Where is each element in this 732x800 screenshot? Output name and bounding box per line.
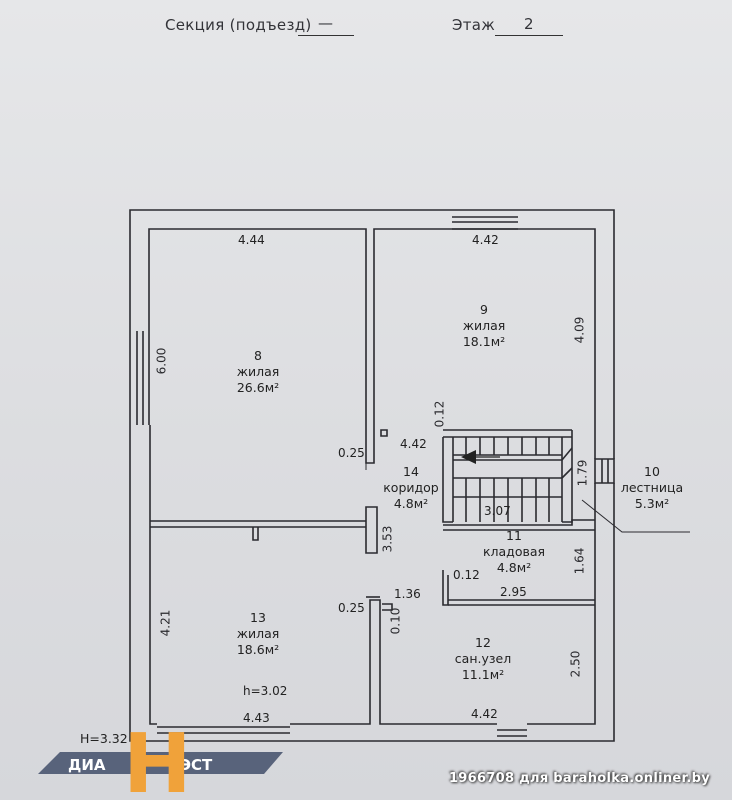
wall-storage-bath xyxy=(448,599,595,606)
dim-room13-width: 4.43 xyxy=(243,711,270,725)
room-11-area: 4.8м² xyxy=(496,560,532,575)
room-9-number: 9 xyxy=(480,302,488,317)
wall-column xyxy=(365,506,378,554)
dim-wall-025-a: 0.25 xyxy=(338,446,365,460)
window-bottom-left xyxy=(157,726,290,742)
room-10-label: 10 лестница 5.3м² xyxy=(621,464,683,512)
wall-storage-left xyxy=(442,570,449,606)
room-11-label: 11 кладовая 4.8м² xyxy=(483,528,545,576)
logo-letter: Н xyxy=(123,722,192,794)
room-12-number: 12 xyxy=(475,635,491,650)
dim-storage-height: 1.64 xyxy=(572,547,587,575)
dim-wall-010: 0.10 xyxy=(388,607,403,635)
outer-wall-outer xyxy=(129,209,615,742)
dim-wall-012-a: 0.12 xyxy=(432,400,447,428)
room-13-name: жилая xyxy=(236,626,280,641)
section-value: — xyxy=(318,14,334,32)
dim-room8-height: 6.00 xyxy=(154,347,169,375)
room-9-label: 9 жилая 18.1м² xyxy=(463,302,506,350)
dim-room8-width: 4.44 xyxy=(238,233,265,247)
dim-corridor-width: 4.42 xyxy=(400,437,427,451)
dim-bath-width: 4.42 xyxy=(471,707,498,721)
room-9-area: 18.1м² xyxy=(462,334,506,349)
dim-room9-width: 4.42 xyxy=(472,233,499,247)
stair-direction-arrow-icon xyxy=(461,450,476,464)
dim-wall-025-b: 0.25 xyxy=(338,601,365,615)
dim-room9-height: 4.09 xyxy=(572,316,587,344)
dim-bath-height: 2.50 xyxy=(568,650,583,678)
room-8-area: 26.6м² xyxy=(236,380,280,395)
room-9-name: жилая xyxy=(462,318,506,333)
room-11-name: кладовая xyxy=(482,544,546,559)
dim-stair-width: 1.79 xyxy=(575,459,590,487)
outer-wall-inner xyxy=(148,228,596,725)
dim-corridor-length: 3.53 xyxy=(380,525,395,553)
logo-left-text: ДИА xyxy=(68,756,106,774)
logo-right-text: ЭСТ xyxy=(180,756,213,774)
window-right xyxy=(594,458,615,484)
wall-marker-2 xyxy=(382,603,393,611)
room-8-number: 8 xyxy=(254,348,262,363)
section-underline xyxy=(298,35,354,36)
wall-stub xyxy=(252,527,259,541)
floor-value: 2 xyxy=(524,15,534,33)
dim-wall-012-b: 0.12 xyxy=(453,568,480,582)
watermark: 1966708 для baraholka.onliner.by xyxy=(448,771,710,786)
room-12-area: 11.1м² xyxy=(461,667,505,682)
stair-rails xyxy=(452,437,563,522)
wall-room8-room13 xyxy=(150,520,366,528)
window-top xyxy=(452,209,518,230)
dim-door-136: 1.36 xyxy=(394,587,421,601)
dim-floor-height: H=3.32 xyxy=(80,731,128,746)
room-8-label: 8 жилая 26.6м² xyxy=(237,348,280,396)
dim-storage-width: 2.95 xyxy=(500,585,527,599)
room-8-name: жилая xyxy=(236,364,280,379)
room-14-label: 14 коридор 4.8м² xyxy=(383,464,438,512)
room-14-number: 14 xyxy=(403,464,419,479)
dim-room13-height: 4.21 xyxy=(158,609,173,637)
dim-stair-length: 3.07 xyxy=(484,504,511,518)
room-12-name: сан.узел xyxy=(454,651,512,666)
room-10-number: 10 xyxy=(644,464,660,479)
floor-label: Этаж xyxy=(452,16,496,34)
window-left xyxy=(129,331,150,425)
room-11-number: 11 xyxy=(506,528,522,543)
room-10-name: лестница xyxy=(620,480,684,495)
leader-line xyxy=(581,499,690,533)
wall-storage-top xyxy=(443,519,595,531)
company-logo: ДИА ЭСТ Н xyxy=(38,722,283,794)
room-10-area: 5.3м² xyxy=(634,496,670,511)
dim-ceiling-height: h=3.02 xyxy=(243,684,288,698)
room-12-label: 12 сан.узел 11.1м² xyxy=(455,635,511,683)
window-bottom-right xyxy=(497,729,527,742)
room-14-name: коридор xyxy=(383,480,439,495)
wall-marker xyxy=(380,429,388,437)
room-13-area: 18.6м² xyxy=(236,642,280,657)
floor-underline xyxy=(495,35,563,36)
section-label: Секция (подъезд) xyxy=(165,16,312,34)
stair-treads xyxy=(465,437,573,522)
room-14-area: 4.8м² xyxy=(393,496,429,511)
room-13-number: 13 xyxy=(250,610,266,625)
room-13-label: 13 жилая 18.6м² xyxy=(237,610,280,658)
